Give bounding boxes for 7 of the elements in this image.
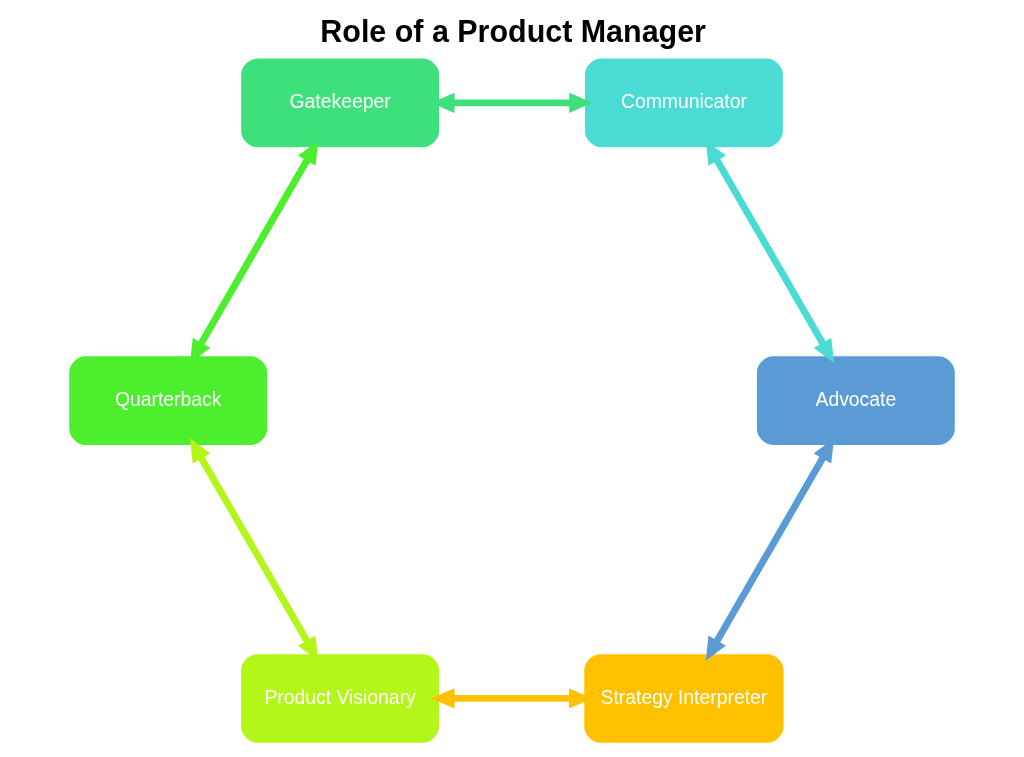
node-box: Gatekeeper: [239, 57, 441, 149]
node-box: Communicator: [583, 57, 785, 149]
node-box: Advocate: [755, 355, 957, 447]
node-box: Product Visionary: [239, 652, 441, 745]
node-box: Quarterback: [67, 355, 269, 447]
node-box: Strategy Interpreter: [582, 652, 785, 745]
diagram-title: Role of a Product Manager: [320, 14, 706, 49]
